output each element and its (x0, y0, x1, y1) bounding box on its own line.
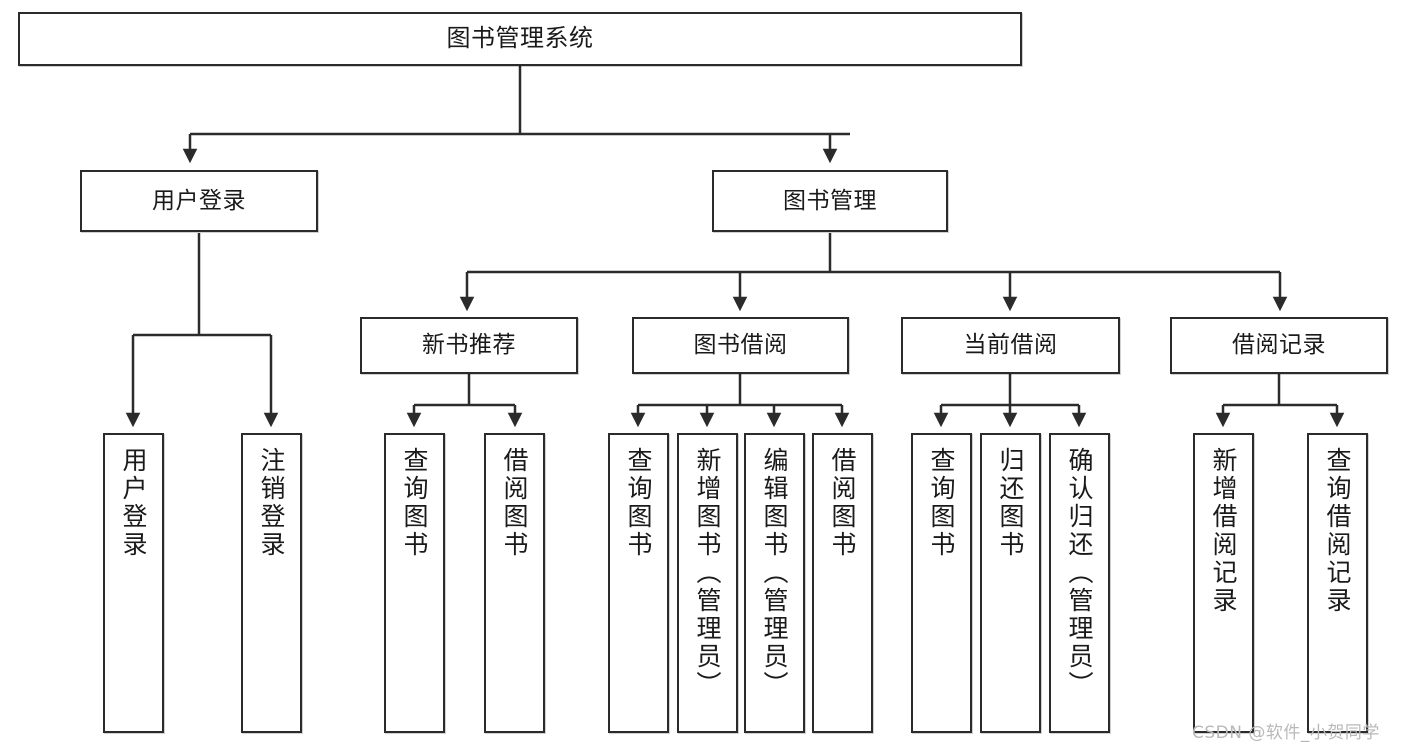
leaf-query-borrow-record[interactable]: 查询借阅记录 (1307, 433, 1368, 733)
node-user-login-label: 用户登录 (152, 187, 246, 214)
leaf-user-login[interactable]: 用户登录 (103, 433, 164, 733)
leaf-edit-book-admin-label: 编辑图书（管理员） (760, 447, 789, 699)
leaf-logout[interactable]: 注销登录 (241, 433, 302, 733)
leaf-return-book[interactable]: 归还图书 (980, 433, 1041, 733)
node-new-book-recommend-label: 新书推荐 (422, 332, 516, 359)
node-borrow-record-label: 借阅记录 (1232, 332, 1326, 359)
node-new-book-recommend[interactable]: 新书推荐 (360, 317, 578, 374)
leaf-query-book-recommend-label: 查询图书 (400, 447, 429, 559)
leaf-query-book-current-label: 查询图书 (927, 447, 956, 559)
leaf-add-book-admin-label: 新增图书（管理员） (693, 447, 722, 699)
leaf-query-book-current[interactable]: 查询图书 (911, 433, 972, 733)
node-user-login[interactable]: 用户登录 (80, 170, 318, 232)
csdn-watermark: CSDN @软件_小贺同学 (1192, 723, 1380, 743)
node-current-borrow-label: 当前借阅 (963, 332, 1058, 359)
leaf-query-borrow-record-label: 查询借阅记录 (1323, 447, 1352, 615)
leaf-return-book-label: 归还图书 (996, 447, 1025, 559)
leaf-borrow-book-recommend-label: 借阅图书 (500, 447, 529, 559)
leaf-add-borrow-record-label: 新增借阅记录 (1209, 447, 1238, 615)
node-book-borrow[interactable]: 图书借阅 (632, 317, 849, 374)
leaf-query-book-borrow-label: 查询图书 (624, 447, 653, 559)
leaf-query-book-recommend[interactable]: 查询图书 (384, 433, 445, 733)
node-book-borrow-label: 图书借阅 (693, 332, 788, 359)
leaf-logout-label: 注销登录 (257, 447, 286, 559)
node-root[interactable]: 图书管理系统 (18, 12, 1022, 66)
leaf-borrow-book[interactable]: 借阅图书 (812, 433, 873, 733)
node-book-management-label: 图书管理 (783, 187, 877, 214)
node-root-label: 图书管理系统 (446, 24, 594, 53)
leaf-borrow-book-recommend[interactable]: 借阅图书 (484, 433, 545, 733)
leaf-confirm-return-admin-label: 确认归还（管理员） (1065, 447, 1094, 699)
leaf-borrow-book-label: 借阅图书 (828, 447, 857, 559)
node-borrow-record[interactable]: 借阅记录 (1170, 317, 1388, 374)
leaf-confirm-return-admin[interactable]: 确认归还（管理员） (1049, 433, 1110, 733)
leaf-query-book-borrow[interactable]: 查询图书 (608, 433, 669, 733)
leaf-add-book-admin[interactable]: 新增图书（管理员） (677, 433, 738, 733)
node-current-borrow[interactable]: 当前借阅 (901, 317, 1120, 374)
leaf-user-login-label: 用户登录 (119, 447, 148, 559)
leaf-edit-book-admin[interactable]: 编辑图书（管理员） (744, 433, 805, 733)
node-book-management[interactable]: 图书管理 (712, 170, 948, 232)
leaf-add-borrow-record[interactable]: 新增借阅记录 (1193, 433, 1254, 733)
